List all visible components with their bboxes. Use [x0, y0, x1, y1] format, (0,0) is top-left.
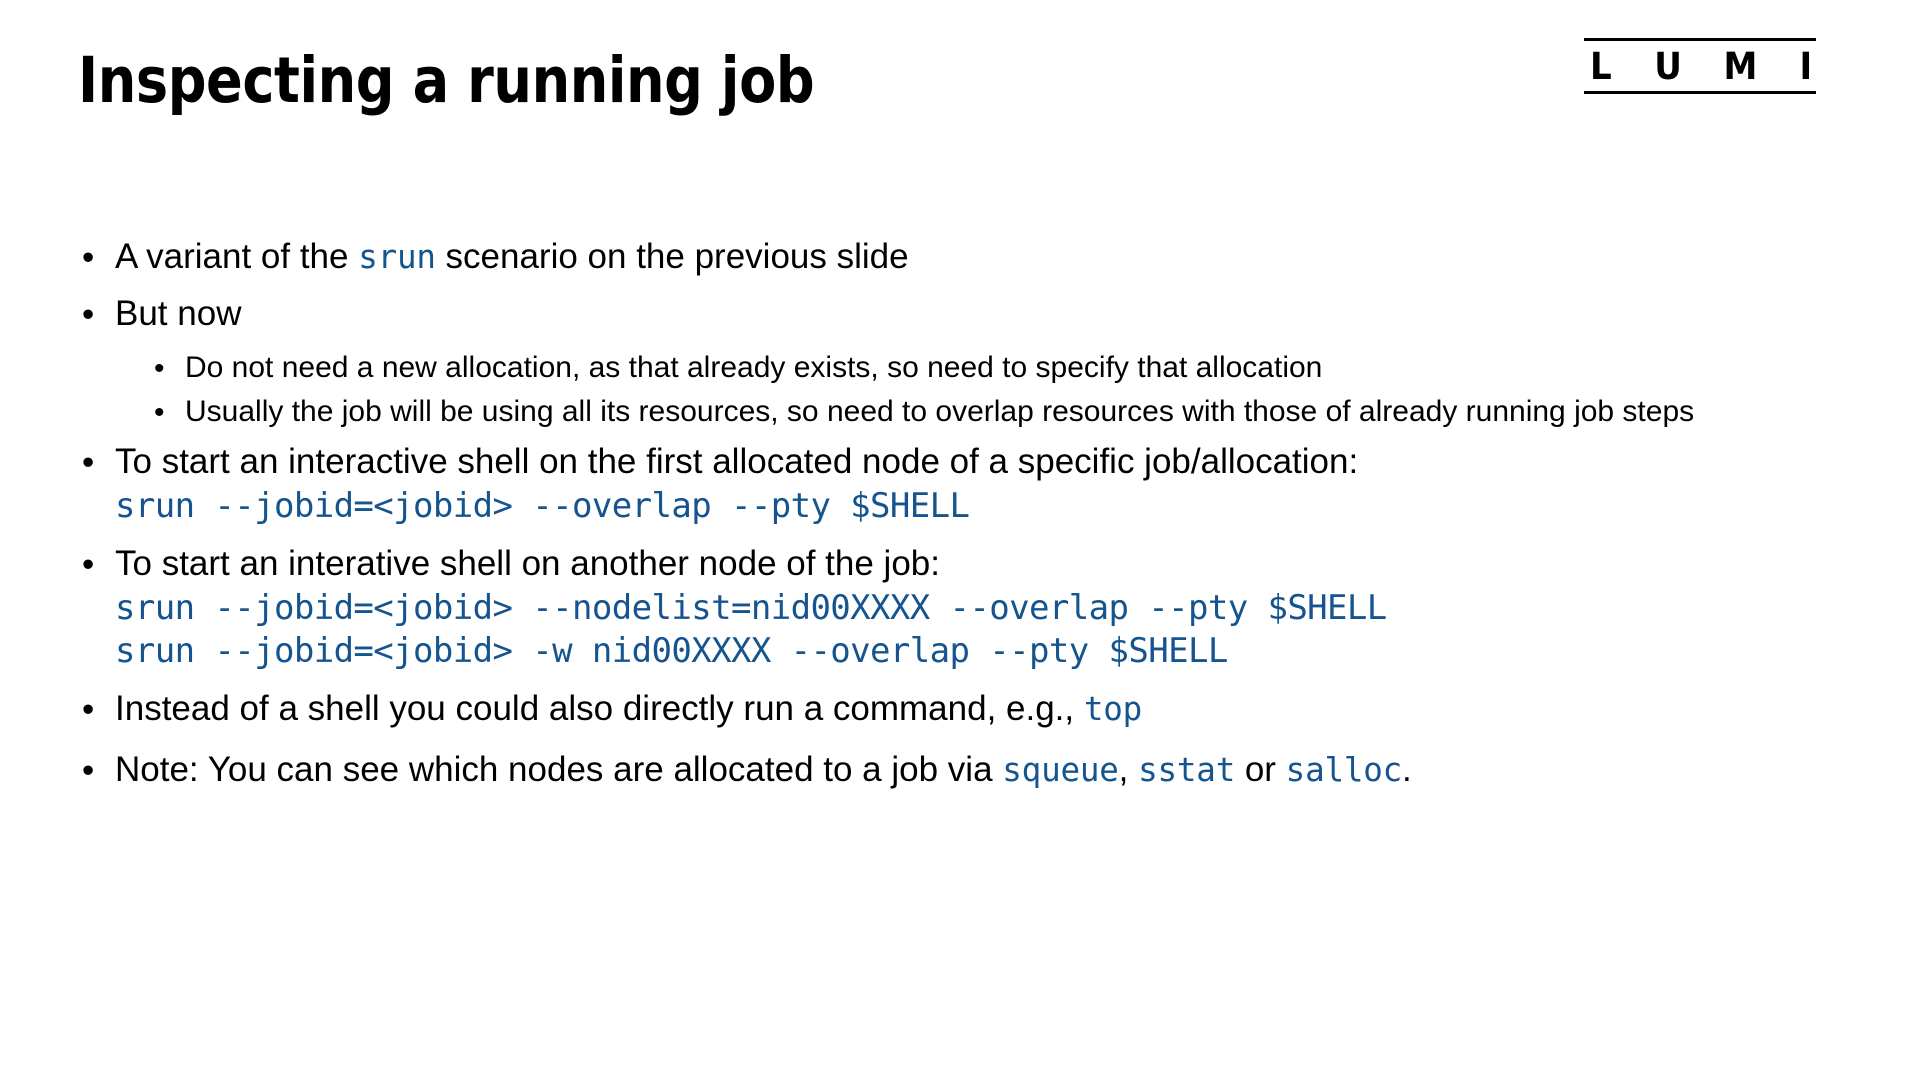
bullet-text-pre: Note: You can see which nodes are alloca…	[115, 749, 1003, 789]
sub-bullet-allocation: • Do not need a new allocation, as that …	[148, 349, 1868, 387]
bullet-text-pre: A variant of the	[115, 237, 359, 276]
bullet-item-run-command: • Instead of a shell you could also dire…	[78, 688, 1868, 731]
bullet-text-sep1: ,	[1118, 749, 1139, 789]
code-srun: srun	[358, 238, 436, 276]
bullet-item-interactive-shell: • To start an interactive shell on the f…	[78, 441, 1868, 527]
sub-bullet-text: Usually the job will be using all its re…	[185, 395, 1695, 429]
bullet-glyph: •	[82, 750, 95, 790]
code-sstat: sstat	[1138, 750, 1236, 789]
sub-bullet-text: Do not need a new allocation, as that al…	[185, 351, 1323, 385]
logo-letters: L U M I	[1584, 41, 1816, 91]
bullet-text-pre: Instead of a shell you could also direct…	[115, 688, 1084, 728]
bullet-item-but-now: • But now	[78, 293, 1868, 336]
page-title: Inspecting a running job	[78, 44, 815, 117]
bullet-text-post: scenario on the previous slide	[435, 237, 909, 276]
logo-letter-u: U	[1653, 45, 1682, 88]
bullet-item-variant: • A variant of the srun scenario on the …	[78, 236, 1868, 279]
code-top: top	[1083, 689, 1143, 728]
logo-letter-i: I	[1799, 45, 1813, 88]
slide-body: • A variant of the srun scenario on the …	[78, 236, 1868, 805]
logo-letter-m: M	[1723, 45, 1758, 88]
bullet-text: But now	[115, 293, 242, 333]
bullet-item-another-node: • To start an interative shell on anothe…	[78, 543, 1868, 672]
sub-bullet-overlap: • Usually the job will be using all its …	[148, 393, 1868, 431]
bullet-glyph: •	[82, 544, 95, 584]
bullet-text-sep2: or	[1235, 749, 1286, 789]
sub-bullet-list: • Do not need a new allocation, as that …	[78, 349, 1868, 431]
code-line-srun-overlap-pty: srun --jobid=<jobid> --overlap --pty $SH…	[115, 485, 970, 526]
code-line-nodelist: srun --jobid=<jobid> --nodelist=nid00XXX…	[115, 587, 1387, 628]
bullet-text-post: .	[1402, 749, 1412, 789]
bullet-item-note-nodes: • Note: You can see which nodes are allo…	[78, 749, 1868, 792]
code-line-w-flag: srun --jobid=<jobid> -w nid00XXXX --over…	[115, 630, 1228, 671]
lumi-logo: L U M I	[1584, 38, 1816, 94]
bullet-glyph: •	[154, 351, 165, 385]
code-salloc: salloc	[1285, 750, 1403, 789]
bullet-glyph: •	[82, 238, 95, 278]
bullet-glyph: •	[82, 294, 95, 334]
bullet-glyph: •	[82, 443, 95, 483]
bullet-text: To start an interactive shell on the fir…	[115, 441, 1359, 481]
bullet-glyph: •	[154, 395, 165, 429]
logo-rule-top	[1584, 38, 1816, 41]
logo-rule-bottom	[1584, 91, 1816, 94]
code-squeue: squeue	[1002, 750, 1119, 789]
bullet-glyph: •	[82, 689, 95, 729]
bullet-text: To start an interative shell on another …	[115, 543, 940, 583]
logo-letter-l: L	[1589, 45, 1612, 88]
